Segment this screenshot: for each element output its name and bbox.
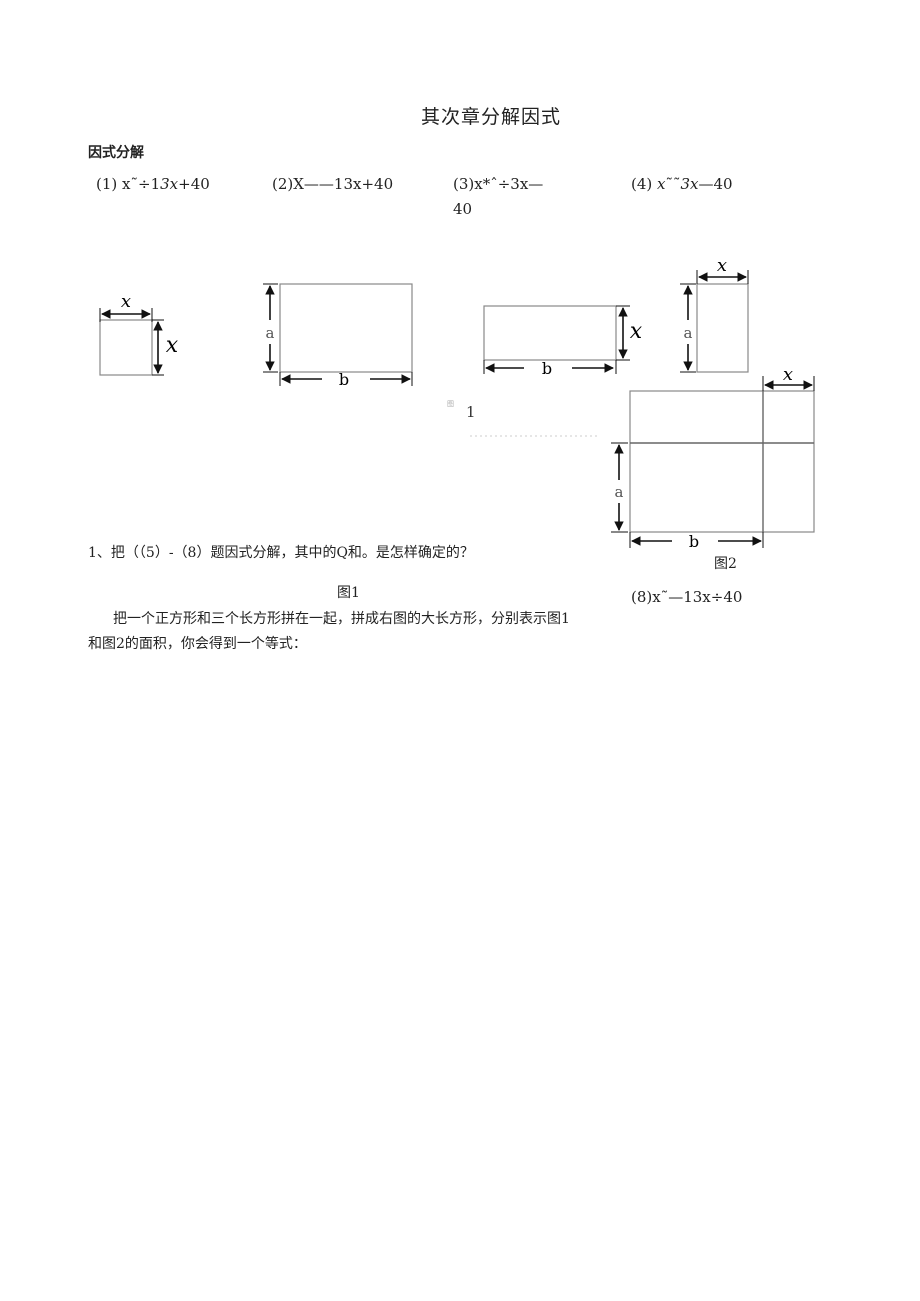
composite-bottom-label: b [689, 532, 699, 551]
rectangle-ab-figure: a b [263, 283, 413, 389]
question-1: 1、把（（5）-（8）题因式分解，其中的Q和。是怎样确定的？ [88, 545, 474, 561]
square-right-label: x [166, 333, 179, 358]
problem-3-continuation: 40 [453, 200, 473, 218]
square-figure: x x [99, 291, 179, 376]
rect-xa-height-label: a [684, 324, 693, 342]
rect-ab-height-label: a [266, 324, 275, 342]
problem-label: (3) [453, 175, 475, 193]
problem-1: (1) x˜÷13x+40 [96, 175, 210, 193]
composite-figure: x a b [611, 364, 815, 551]
faint-figure-label: 图 1 [447, 400, 598, 437]
section-heading: 因式分解 [88, 145, 144, 161]
problem-2: (2)X——13x+40 [272, 175, 394, 193]
problem-label: (4) [631, 175, 653, 193]
rect-bx-height-label: x [630, 319, 643, 344]
problem-label: (8) [631, 588, 653, 606]
figure-diagrams: x x a b x b x [99, 255, 815, 551]
paragraph-line-1: 把一个正方形和三个长方形拼在一起，拼成右图的大长方形，分别表示图1 [113, 611, 570, 627]
page-title: 其次章分解因式 [421, 106, 562, 128]
rect-xa-width-label: x [717, 255, 727, 276]
rect-bx-width-label: b [542, 359, 552, 378]
problem-8: (8)x˜—13x÷40 [631, 588, 743, 606]
paragraph-line-2: 和图2的面积，你会得到一个等式： [88, 636, 307, 652]
rectangle-bx-figure: x b [483, 305, 643, 378]
svg-text:图: 图 [447, 400, 454, 408]
problem-label: (1) [96, 175, 118, 193]
square-top-label: x [121, 291, 131, 312]
rectangle-xa-figure: x a [680, 255, 749, 373]
composite-top-label: x [783, 364, 793, 385]
problem-label: (2) [272, 175, 294, 193]
problem-4: (4) x˜˜3x—40 [631, 175, 733, 193]
rect-ab-width-label: b [339, 370, 349, 389]
composite-left-label: a [615, 483, 624, 501]
svg-text:1: 1 [466, 403, 476, 421]
figure-1-caption: 图1 [337, 585, 360, 601]
figure-2-caption: 图2 [714, 556, 737, 572]
problem-3: (3)x*ˆ÷3x— [453, 175, 544, 193]
